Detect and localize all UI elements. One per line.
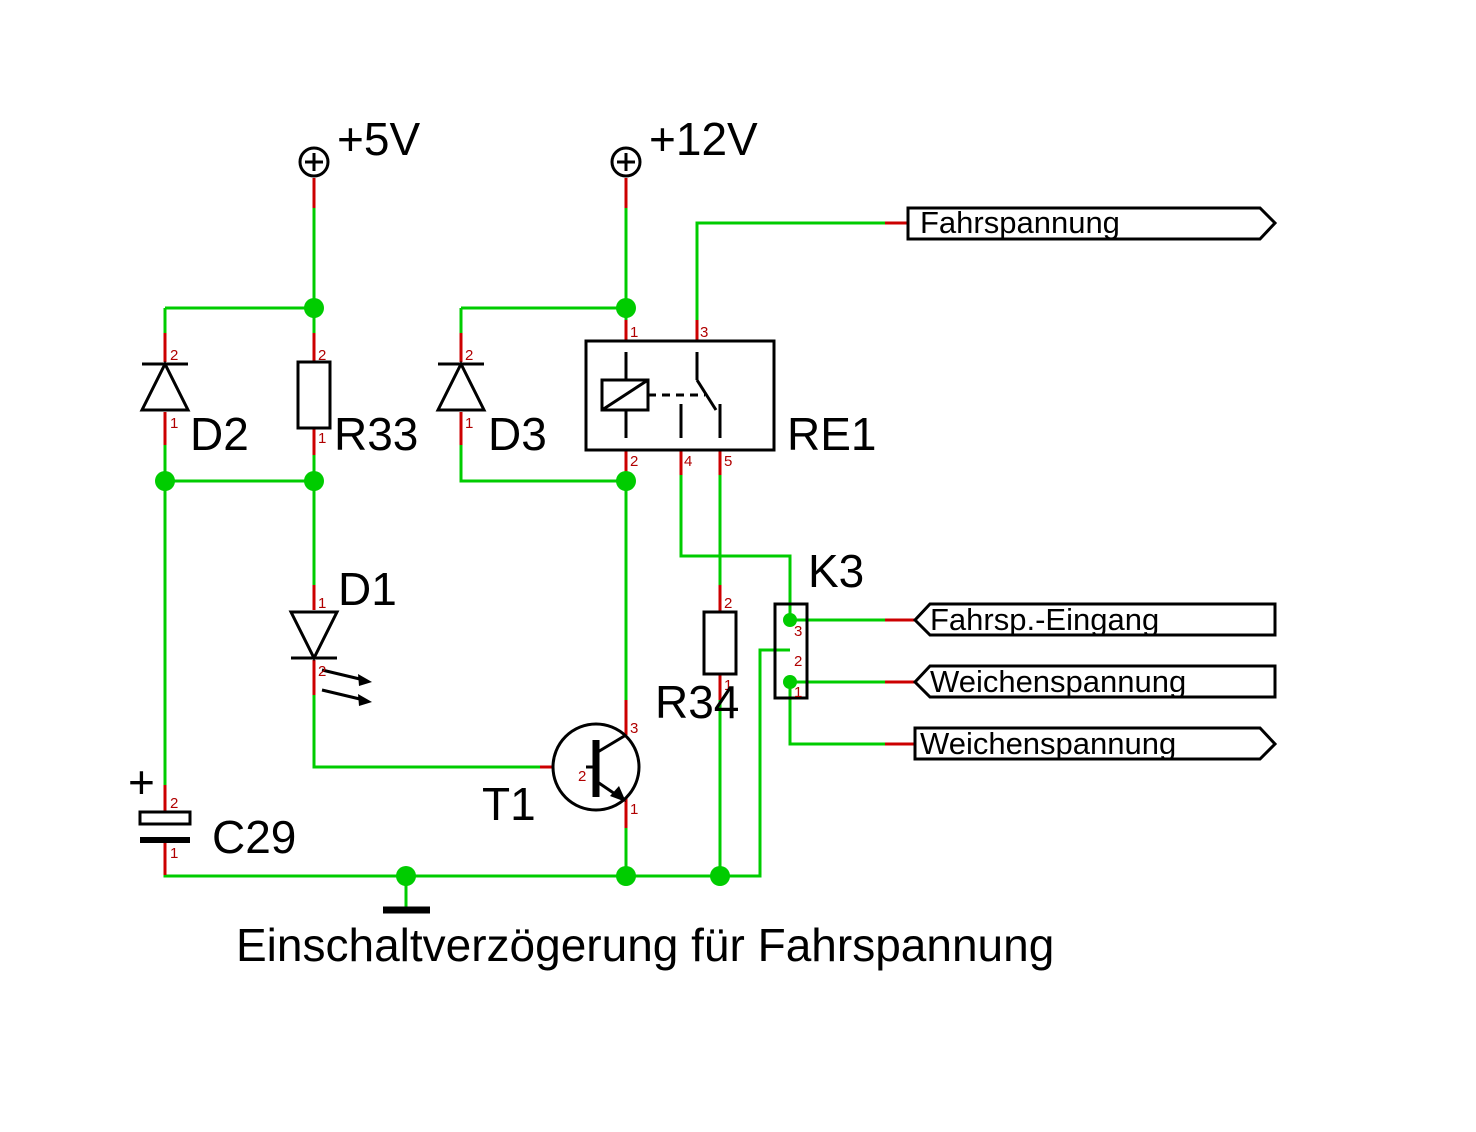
pin-label: 3 xyxy=(630,720,638,737)
relay-re1: 1 3 2 4 5 RE1 xyxy=(584,324,876,470)
resistor-r33: 2 1 R33 xyxy=(296,347,418,460)
resistor-r34: 2 1 R34 xyxy=(655,595,739,728)
supply-5v: +5V xyxy=(298,113,420,178)
pin-label: 1 xyxy=(465,415,473,432)
pin-label: 2 xyxy=(630,453,638,470)
pin-label: 1 xyxy=(794,684,802,701)
port-weichenspannung-out-label: Weichenspannung xyxy=(920,726,1176,761)
port-fahrsp-eingang-label: Fahrsp.-Eingang xyxy=(930,602,1159,637)
ref-d2: D2 xyxy=(190,408,249,460)
pin-label: 5 xyxy=(724,453,732,470)
ref-r33: R33 xyxy=(334,408,418,460)
capacitor-c29: + 2 1 C29 xyxy=(128,756,296,863)
port-weichenspannung-in: Weichenspannung xyxy=(912,664,1277,699)
pin-label: 2 xyxy=(170,347,178,364)
ref-d1: D1 xyxy=(338,563,397,615)
pin-label: 1 xyxy=(724,677,732,694)
diode-d3: 2 1 D3 xyxy=(435,347,547,460)
ref-t1: T1 xyxy=(482,778,536,830)
port-weichenspannung-out: Weichenspannung xyxy=(913,726,1278,761)
connector-k3: 3 2 1 K3 xyxy=(773,545,864,701)
pin-label: 3 xyxy=(794,623,802,640)
pin-label: 2 xyxy=(318,347,326,364)
junctions xyxy=(155,298,797,886)
pin-label: 2 xyxy=(170,795,178,812)
ref-c29: C29 xyxy=(212,811,296,863)
pin-label: 1 xyxy=(318,430,326,447)
diagram-caption: Einschaltverzögerung für Fahrspannung xyxy=(236,919,1054,971)
port-weichenspannung-in-label: Weichenspannung xyxy=(930,664,1186,699)
supply-12v: +12V xyxy=(610,113,758,178)
pin-label: 3 xyxy=(700,324,708,341)
c29-plus-sign: + xyxy=(128,756,155,808)
port-fahrspannung-label: Fahrspannung xyxy=(920,205,1120,240)
pin-label: 2 xyxy=(578,768,586,785)
pin-label: 2 xyxy=(318,663,326,680)
pin-label: 2 xyxy=(465,347,473,364)
ref-re1: RE1 xyxy=(787,408,876,460)
pin-label: 1 xyxy=(170,845,178,862)
port-fahrsp-eingang: Fahrsp.-Eingang xyxy=(912,602,1277,637)
pin-stubs xyxy=(163,178,915,875)
ref-d3: D3 xyxy=(488,408,547,460)
pin-label: 2 xyxy=(724,595,732,612)
port-fahrspannung: Fahrspannung xyxy=(906,205,1278,241)
pin-label: 1 xyxy=(170,415,178,432)
supply-12v-label: +12V xyxy=(649,113,758,165)
pin-label: 1 xyxy=(630,324,638,341)
diode-d2: 2 1 D2 xyxy=(139,347,249,460)
pin-label: 1 xyxy=(318,595,326,612)
pin-label: 4 xyxy=(684,453,692,470)
ref-r34: R34 xyxy=(655,676,739,728)
pin-label: 2 xyxy=(794,653,802,670)
transistor-t1: 3 2 1 T1 xyxy=(482,720,641,830)
led-d1: 1 2 D1 xyxy=(288,563,397,706)
ref-k3: K3 xyxy=(808,545,864,597)
pin-label: 1 xyxy=(630,801,638,818)
supply-5v-label: +5V xyxy=(337,113,420,165)
